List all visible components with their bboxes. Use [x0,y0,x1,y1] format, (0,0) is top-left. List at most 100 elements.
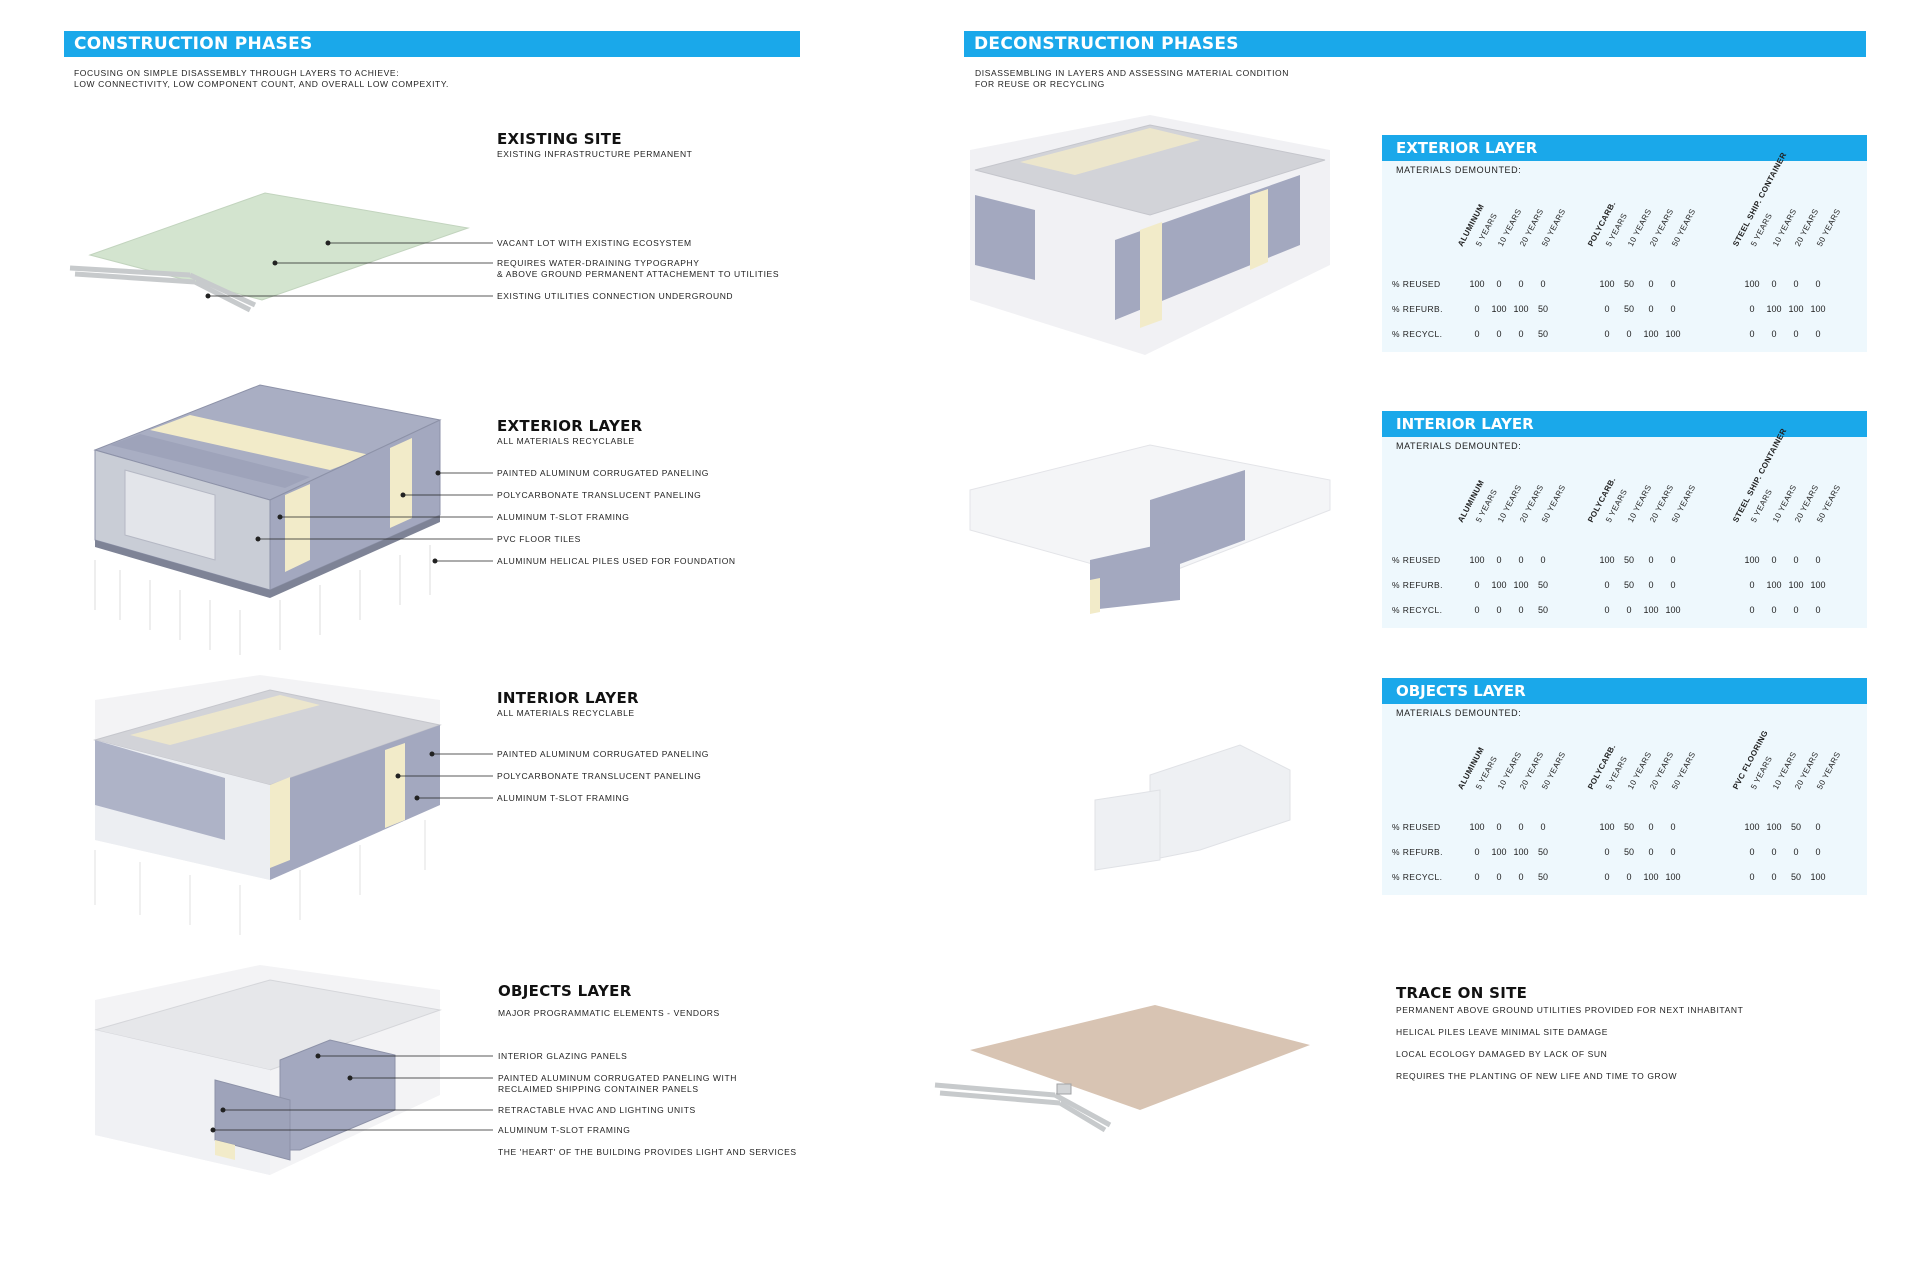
deconstruction-intro: DISASSEMBLING IN LAYERS AND ASSESSING MA… [975,68,1289,90]
construction-intro: FOCUSING ON SIMPLE DISASSEMBLY THROUGH L… [74,68,449,90]
callout-line: & ABOVE GROUND PERMANENT ATTACHEMENT TO … [497,269,780,279]
table-cell: 100 [1766,304,1782,314]
deconstruction-objects-drawing [1094,744,1291,871]
row-label: % RECYCL. [1392,872,1443,882]
table-cell: 0 [1604,847,1610,857]
table-cell: 50 [1537,304,1548,314]
callout-glazing: INTERIOR GLAZING PANELS [498,1051,628,1061]
callout-vacant-lot: VACANT LOT WITH EXISTING ECOSYSTEM [497,238,692,248]
intro-line: FOR REUSE OR RECYCLING [975,79,1105,89]
table-panel-interior: INTERIOR LAYER MATERIALS DEMOUNTED: % RE… [1382,411,1867,628]
callout-polycarbonate: POLYCARBONATE TRANSLUCENT PANELING [497,490,702,500]
table-cell: 50 [1623,847,1634,857]
table-cell: 100 [1788,580,1804,590]
table-cell: 100 [1744,822,1760,832]
table-cell: 0 [1749,329,1755,339]
table-cell: 0 [1670,555,1676,565]
objects-layer-drawing [94,965,493,1175]
callout-t-slot: ALUMINUM T-SLOT FRAMING [497,512,630,522]
table-cell: 100 [1513,580,1529,590]
table-cell: 0 [1749,605,1755,615]
table-cell: 50 [1537,872,1548,882]
callout-heart: THE 'HEART' OF THE BUILDING PROVIDES LIG… [498,1147,797,1157]
table-cell: 0 [1771,555,1777,565]
table-cell: 50 [1537,580,1548,590]
table-cell: 100 [1491,304,1507,314]
table-cell: 100 [1810,580,1826,590]
row-label: % REFURB. [1392,580,1443,590]
table-cell: 0 [1670,279,1676,289]
table-cell: 100 [1766,580,1782,590]
table-title: INTERIOR LAYER [1382,411,1867,437]
table-cell: 100 [1599,279,1615,289]
table-cell: 0 [1771,605,1777,615]
table-cell: 50 [1623,279,1634,289]
objects-layer-title: OBJECTS LAYER [498,982,632,1000]
callout-pvc-tiles: PVC FLOOR TILES [497,534,581,544]
table-cell: 0 [1670,304,1676,314]
interior-layer-title: INTERIOR LAYER [497,689,639,707]
intro-line: DISASSEMBLING IN LAYERS AND ASSESSING MA… [975,68,1290,78]
table-cell: 0 [1540,555,1546,565]
table-cell: 0 [1771,872,1777,882]
row-label: % REFURB. [1392,847,1443,857]
table-cell: 100 [1599,822,1615,832]
table-cell: 0 [1771,847,1777,857]
table-cell: 0 [1670,822,1676,832]
table-cell: 0 [1771,329,1777,339]
table-cell: 100 [1491,580,1507,590]
callout-container-panels: PAINTED ALUMINUM CORRUGATED PANELING WIT… [498,1073,737,1095]
table-cell: 0 [1474,580,1480,590]
table-cell: 0 [1626,329,1632,339]
table-cell: 50 [1790,822,1801,832]
table-cell: 0 [1815,822,1821,832]
callout-utilities: EXISTING UTILITIES CONNECTION UNDERGROUN… [497,291,734,301]
table-cell: 0 [1648,822,1654,832]
deconstruction-exterior-drawing [970,115,1330,355]
row-label: % REUSED [1392,555,1441,565]
table-cell: 100 [1744,555,1760,565]
exterior-layer-title: EXTERIOR LAYER [497,417,643,435]
row-label: % REFURB. [1392,304,1443,314]
objects-layer-subtitle: MAJOR PROGRAMMATIC ELEMENTS - VENDORS [498,1008,720,1018]
table-cell: 100 [1643,872,1659,882]
callout-aluminum-paneling: PAINTED ALUMINUM CORRUGATED PANELING [497,468,709,478]
table-cell: 0 [1815,847,1821,857]
table-cell: 0 [1793,605,1799,615]
table-cell: 0 [1749,847,1755,857]
table-cell: 0 [1518,555,1524,565]
intro-line: FOCUSING ON SIMPLE DISASSEMBLY THROUGH L… [74,68,400,78]
table-cell: 0 [1518,872,1524,882]
table-cell: 0 [1540,279,1546,289]
materials-label: MATERIALS DEMOUNTED: [1396,165,1522,175]
table-cell: 0 [1474,605,1480,615]
table-cell: 100 [1469,822,1485,832]
exterior-layer-subtitle: ALL MATERIALS RECYCLABLE [497,436,635,446]
callout-hvac: RETRACTABLE HVAC AND LIGHTING UNITS [498,1105,696,1115]
table-cell: 100 [1491,847,1507,857]
interior-layer-subtitle: ALL MATERIALS RECYCLABLE [497,708,635,718]
table-cell: 0 [1670,847,1676,857]
callout-polycarbonate: POLYCARBONATE TRANSLUCENT PANELING [497,771,702,781]
table-cell: 50 [1623,580,1634,590]
intro-line: LOW CONNECTIVITY, LOW COMPONENT COUNT, A… [74,79,449,89]
table-cell: 100 [1643,329,1659,339]
trace-line: REQUIRES THE PLANTING OF NEW LIFE AND TI… [1396,1071,1678,1081]
existing-site-drawing [69,192,493,313]
table-cell: 0 [1496,555,1502,565]
table-cell: 50 [1623,304,1634,314]
table-cell: 100 [1469,279,1485,289]
table-cell: 0 [1604,329,1610,339]
callout-helical-piles: ALUMINUM HELICAL PILES USED FOR FOUNDATI… [497,556,736,566]
table-cell: 0 [1670,580,1676,590]
table-cell: 0 [1474,304,1480,314]
table-cell: 0 [1518,279,1524,289]
table-cell: 0 [1749,304,1755,314]
row-label: % RECYCL. [1392,605,1443,615]
table-cell: 0 [1648,304,1654,314]
table-panel-objects: OBJECTS LAYER MATERIALS DEMOUNTED: % REU… [1382,678,1867,895]
table-cell: 0 [1793,279,1799,289]
table-cell: 0 [1496,279,1502,289]
table-title: OBJECTS LAYER [1382,678,1867,704]
table-cell: 0 [1604,872,1610,882]
